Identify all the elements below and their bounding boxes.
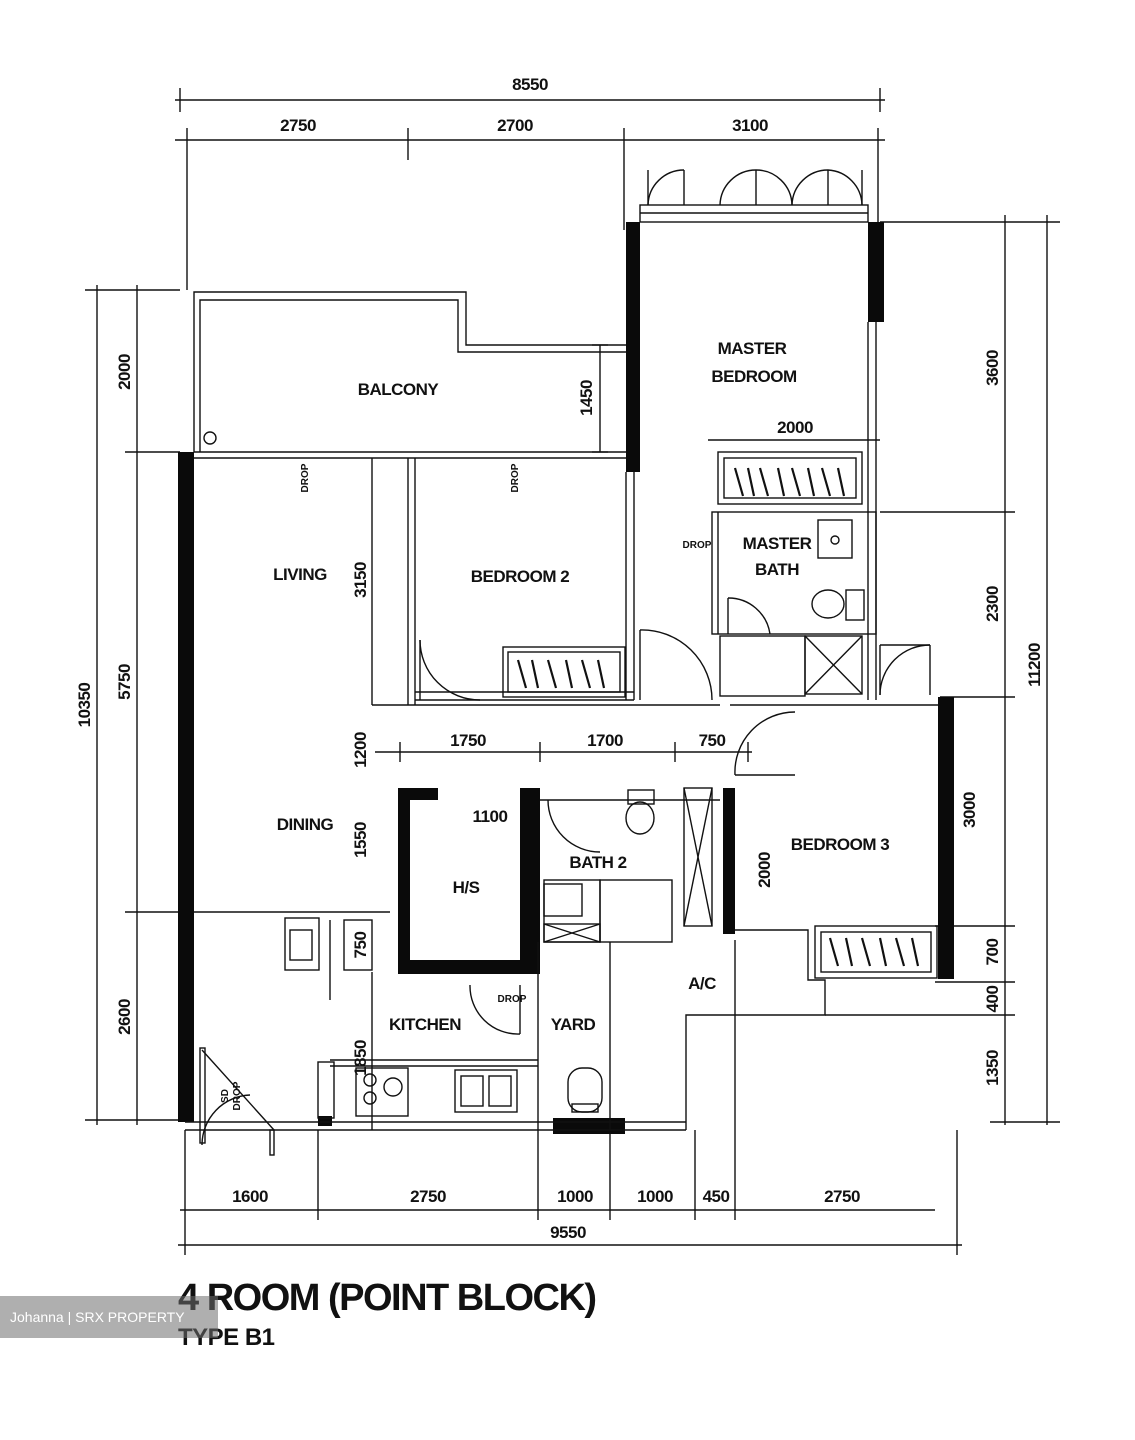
room-label-master-bath-line1: MASTER (743, 534, 812, 553)
wardrobe-hangers (516, 467, 920, 967)
dim-inner-wardrobe: 2000 (777, 418, 813, 437)
dim-right-2: 2300 (983, 586, 1002, 622)
room-label-master-bedroom-line2: BEDROOM (711, 367, 797, 386)
room-label-bath2: BATH 2 (569, 853, 626, 872)
dim-bottom-2: 2750 (410, 1187, 446, 1206)
room-label-master-bedroom-line1: MASTER (718, 339, 787, 358)
room-label-balcony: BALCONY (358, 380, 440, 399)
dim-inner-bedroom3: 3000 (960, 792, 979, 828)
dim-inner-750: 750 (351, 932, 370, 959)
dim-right-3: 700 (983, 939, 1002, 966)
structural-walls (178, 222, 954, 1134)
interior-walls (185, 169, 938, 1156)
dim-right-total: 11200 (1025, 643, 1044, 687)
dim-top-total: 8550 (512, 75, 548, 94)
plan-title: 4 ROOM (POINT BLOCK) (178, 1277, 596, 1319)
dim-top-1: 2750 (280, 116, 316, 135)
dimension-lines-bottom (178, 940, 962, 1255)
dim-corridor-1: 1750 (450, 731, 486, 750)
dimension-lines-right (825, 215, 1060, 1125)
dim-corridor-3: 750 (699, 731, 726, 750)
dim-inner-balcony-depth: 1450 (577, 380, 596, 416)
dim-right-5: 1350 (983, 1050, 1002, 1086)
room-label-ac: A/C (688, 974, 716, 993)
dim-bottom-4: 1000 (637, 1187, 673, 1206)
dim-bottom-1: 1600 (232, 1187, 268, 1206)
drop-note-entrance: DROP (232, 1081, 243, 1110)
drop-note-bedroom2: DROP (510, 463, 521, 492)
drop-note-kitchen: DROP (498, 994, 527, 1005)
dim-top-3: 3100 (732, 116, 768, 135)
dim-inner-1100: 1100 (473, 807, 508, 826)
dim-corridor-2: 1700 (587, 731, 623, 750)
room-label-kitchen: KITCHEN (389, 1015, 461, 1034)
dim-left-total: 10350 (75, 683, 94, 728)
dimension-lines-top (175, 88, 885, 290)
drop-note-living: DROP (300, 463, 311, 492)
dim-left-1: 2000 (115, 354, 134, 390)
room-label-dining: DINING (277, 815, 334, 834)
dim-bottom-5: 450 (703, 1187, 730, 1206)
room-label-yard: YARD (551, 1015, 596, 1034)
dimension-lines-left (85, 285, 390, 1125)
room-label-master-bath-line2: BATH (755, 560, 799, 579)
dim-left-3: 2600 (115, 999, 134, 1035)
room-label-bedroom2: BEDROOM 2 (471, 567, 570, 586)
dim-inner-1550: 1550 (351, 822, 370, 858)
room-label-hs: H/S (453, 878, 480, 897)
dim-bottom-total: 9550 (550, 1223, 586, 1242)
watermark-label: Johanna | SRX PROPERTY (0, 1296, 218, 1338)
dim-top-2: 2700 (497, 116, 533, 135)
dim-inner-bath-2000: 2000 (755, 852, 774, 888)
sd-note-entrance: SD (220, 1089, 231, 1103)
dim-bottom-6: 2750 (824, 1187, 860, 1206)
room-label-bedroom3: BEDROOM 3 (791, 835, 890, 854)
dim-inner-corridor: 1200 (351, 732, 370, 768)
dim-inner-1850: 1850 (351, 1040, 370, 1076)
dim-left-2: 5750 (115, 664, 134, 700)
dim-bottom-3: 1000 (557, 1187, 593, 1206)
dim-right-4: 400 (983, 986, 1002, 1013)
dim-right-1: 3600 (983, 350, 1002, 386)
room-label-living: LIVING (273, 565, 327, 584)
drop-note-master-bath: DROP (683, 540, 712, 551)
dim-inner-living: 3150 (351, 562, 370, 598)
